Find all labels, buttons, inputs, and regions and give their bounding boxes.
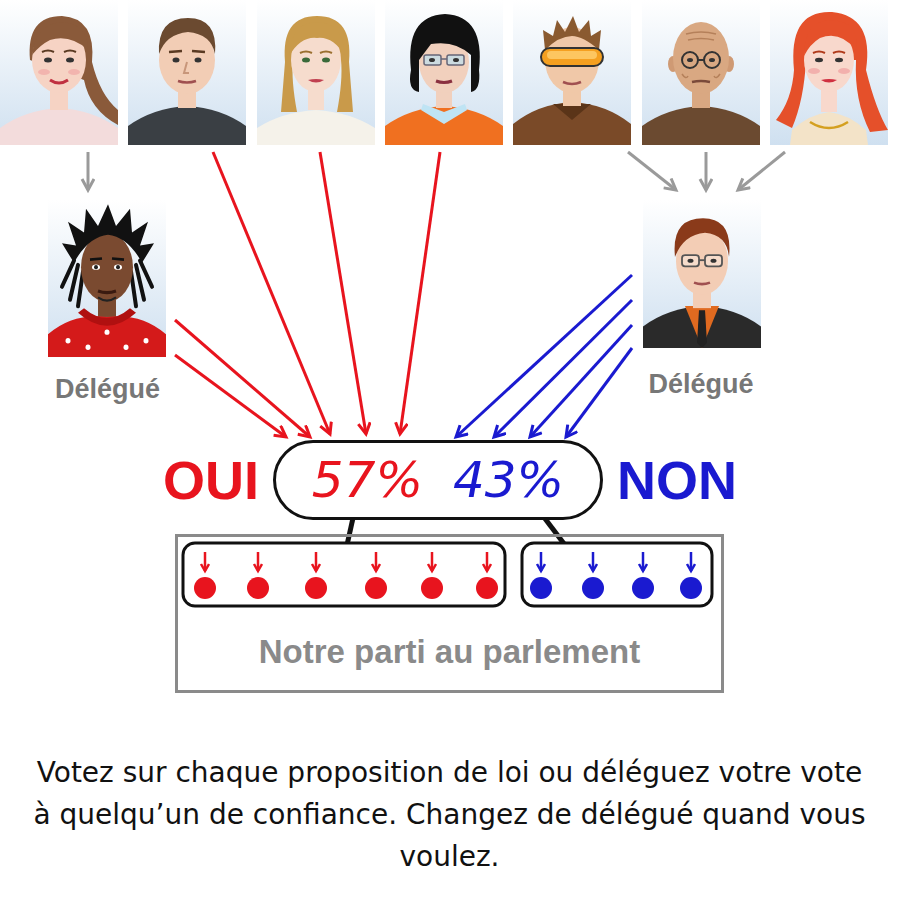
no-label: NON: [617, 453, 737, 507]
delegate-label: Délégué: [648, 369, 753, 400]
delegate-node: Délégué: [632, 198, 770, 400]
delegate-label: Délégué: [55, 374, 160, 405]
percentage: 57%: [312, 455, 423, 505]
percentage: 43%: [453, 455, 564, 505]
vote-arrow: [494, 300, 632, 437]
parliament-box: Notre parti au parlement: [175, 534, 724, 693]
yes-label: OUI: [163, 453, 259, 507]
yes-seats: [183, 543, 505, 606]
parliament-label: Notre parti au parlement: [259, 632, 640, 672]
result-pill: 57% 43%: [273, 440, 603, 520]
delegate-portrait: [48, 200, 166, 357]
vote-arrow: [530, 325, 632, 437]
vote-arrow: [175, 320, 310, 437]
vote-arrow: [456, 275, 632, 437]
delegate-portrait: [643, 200, 761, 348]
no-seats: [522, 543, 712, 606]
vote-arrow: [566, 348, 632, 437]
vote-result: OUI 57% 43% NON: [130, 437, 770, 522]
portrait: [642, 0, 760, 145]
result-links: [347, 516, 565, 545]
portrait: [770, 0, 888, 145]
portrait: [0, 0, 118, 145]
vote-arrow: [175, 355, 286, 437]
caption: Votez sur chaque proposition de loi ou d…: [25, 752, 874, 878]
direct-vote-arrows: [213, 152, 440, 434]
portrait: [385, 0, 503, 145]
portrait: [128, 0, 246, 145]
portrait: [257, 0, 375, 145]
portrait: [513, 0, 631, 145]
delegate-node: Délégué: [40, 198, 175, 405]
